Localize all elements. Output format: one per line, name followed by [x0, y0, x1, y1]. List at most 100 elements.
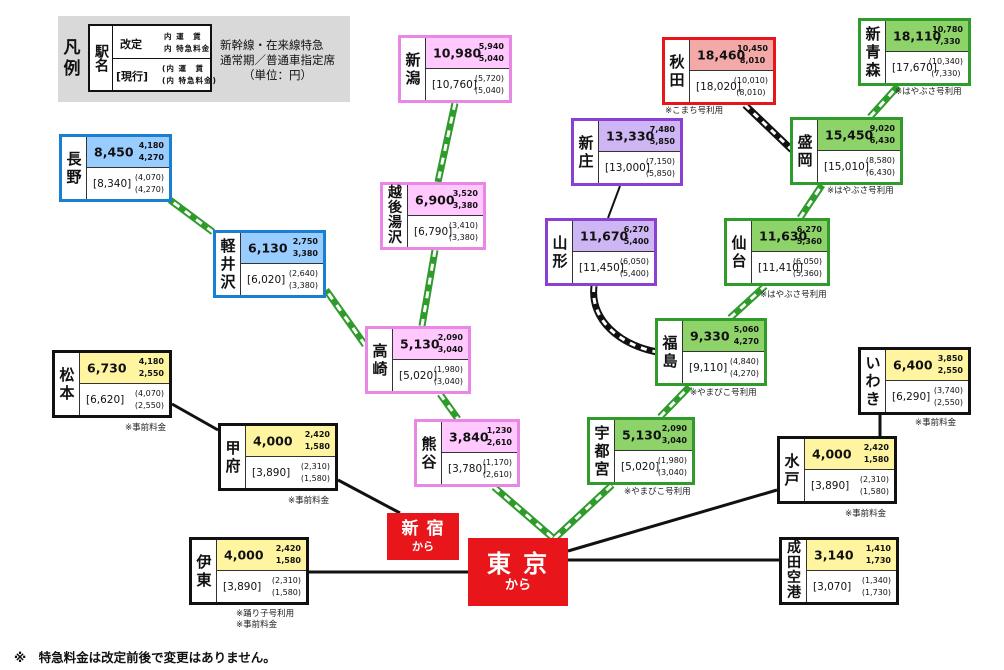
current-express-value: (5,360) [792, 268, 822, 278]
current-fare-value: (2,310) [300, 461, 330, 471]
current-fare-value: (4,840) [729, 356, 759, 366]
revised-total: 5,130 [622, 427, 662, 443]
legend-note-line2: 通常期／普通車指定席 [220, 53, 335, 67]
current-express-value: (2,550) [134, 400, 164, 410]
current-total: [3,780] [448, 462, 487, 475]
express-value: 3,040 [437, 345, 463, 354]
fare-value: 5,060 [733, 325, 759, 334]
origin-shinjuku-sub: から [412, 540, 434, 553]
current-breakdown: (10,340)(7,330) [929, 56, 963, 80]
current-fare-row: [11,410] (6,050)(5,360) [751, 252, 827, 283]
legend-current: [現行] [116, 70, 149, 83]
current-fare-value: (6,050) [619, 256, 649, 266]
current-fare-row: [18,020] (10,010)(8,010) [689, 71, 773, 102]
current-express-value: (5,040) [474, 85, 504, 95]
line-kofu-shinjuku [337, 478, 401, 515]
current-fare-value: (1,340) [861, 575, 891, 585]
line-karuizawa-nagano-ties [169, 198, 214, 234]
origin-tokyo-name: 東 京 [486, 550, 550, 578]
station-note-fukushima: ※やまびこ号利用 [690, 388, 757, 398]
fare-value: 6,270 [796, 225, 822, 234]
current-breakdown: (8,580) (6,430) [866, 155, 895, 179]
station-name: いわき [865, 354, 881, 408]
current-fare-value: (3,410) [448, 220, 478, 230]
station-note-akita: ※こまち号利用 [665, 106, 724, 116]
revised-total: 11,630 [759, 228, 808, 244]
line-yuzawa-takasaki-base [418, 249, 439, 327]
current-total: [3,890] [252, 466, 291, 479]
current-express-value: (4,270) [729, 368, 759, 378]
current-total: [3,070] [813, 580, 852, 593]
station-note-matsumoto: ※事前料金 [125, 423, 167, 433]
express-value: 4,270 [138, 153, 164, 162]
fare-value: 2,750 [292, 237, 318, 246]
fare-value: 3,850 [937, 354, 963, 363]
current-fare-value: (4,070) [134, 388, 164, 398]
legend-station-label-text: 駅名 [93, 44, 109, 72]
current-total: [6,020] [247, 273, 286, 286]
station-name: 熊谷 [421, 435, 437, 471]
station-name: 松本 [59, 366, 75, 402]
legend-express-paren: (内 特急料金) [162, 76, 217, 85]
express-value: 8,010 [739, 56, 766, 65]
revised-total: 3,840 [449, 429, 489, 445]
revised-total: 6,730 [87, 360, 127, 376]
station-name: 秋田 [669, 53, 685, 89]
current-total: [6,290] [892, 390, 931, 403]
current-fare-value: (5,720) [474, 73, 504, 83]
fare-value: 3,520 [452, 189, 478, 198]
line-yamagata-fukushima-base [590, 285, 658, 356]
station-name: 新青森 [865, 25, 881, 79]
legend-note-line1: 新幹線・在来線特急 [220, 38, 324, 52]
origin-tokyo-sub: から [504, 578, 531, 593]
current-express-value: (6,430) [865, 167, 895, 177]
current-total: [3,890] [223, 580, 262, 593]
current-breakdown: (4,840) (4,270) [730, 356, 759, 380]
fare-value: 2,420 [275, 544, 301, 553]
current-total: [13,000] [605, 161, 650, 174]
current-express-value: (2,610) [482, 469, 512, 479]
current-breakdown: (3,410)(3,380) [449, 220, 478, 244]
current-fare-value: (10,010) [733, 75, 768, 85]
current-breakdown: (2,310) (1,580) [301, 461, 330, 485]
current-breakdown: (10,010)(8,010) [734, 75, 768, 99]
station-name: 宇都宮 [594, 424, 610, 478]
origin-shinjuku: 新 宿 から [387, 513, 459, 560]
current-express-value: (1,580) [300, 473, 330, 483]
current-fare-value: (8,580) [865, 155, 895, 165]
line-yamagata-fukushima-ties [592, 285, 658, 354]
legend-divider [112, 58, 210, 59]
revised-total: 11,670 [580, 228, 629, 244]
station-name: 高崎 [372, 342, 388, 378]
legend-revised: 改定 [120, 38, 142, 51]
current-express-value: (1,730) [861, 587, 891, 597]
station-note-kofu: ※事前料金 [288, 496, 330, 506]
station-name: 福島 [662, 334, 678, 370]
line-akita-morioka-base [742, 102, 795, 153]
revised-total: 10,980 [433, 45, 482, 61]
line-tokyo-mito [567, 488, 778, 553]
current-total: [17,670] [892, 61, 937, 74]
current-fare-value: (2,310) [859, 474, 889, 484]
